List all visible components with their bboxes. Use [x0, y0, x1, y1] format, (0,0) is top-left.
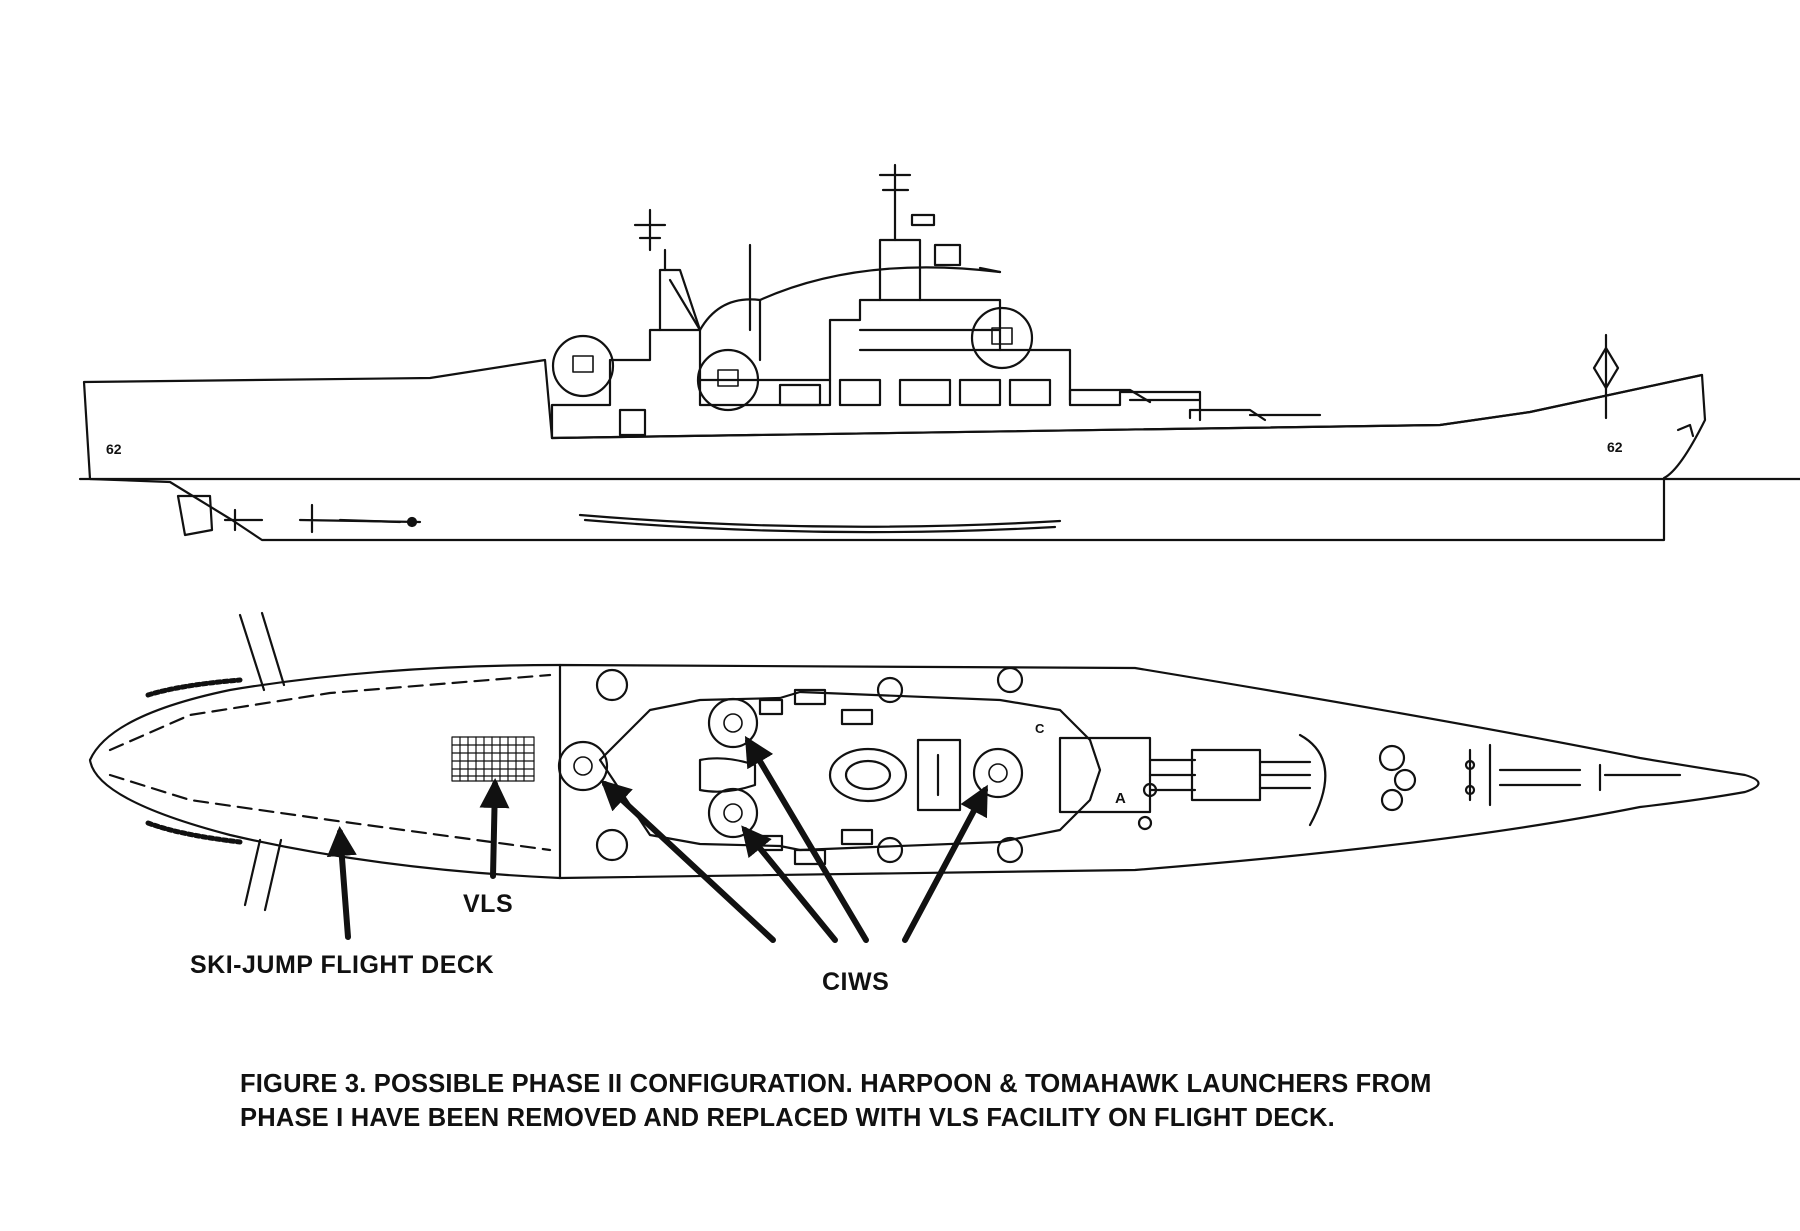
plan-funnel [844, 759, 892, 791]
profile-deck-edge [550, 373, 1704, 440]
plan-vls-grid [451, 736, 535, 782]
vls-arrow [479, 778, 510, 879]
figure-caption: FIGURE 3. POSSIBLE PHASE II CONFIGURATIO… [240, 1067, 1432, 1135]
profile-view: 62 62 [78, 163, 1800, 542]
ciws-arrow-4 [902, 784, 988, 943]
ciws-label: CIWS [822, 968, 890, 996]
caption-line-1: FIGURE 3. POSSIBLE PHASE II CONFIGURATIO… [240, 1070, 1432, 1098]
plan-superstructure [598, 690, 1102, 852]
hull-number-bow: 62 [1607, 439, 1623, 455]
profile-shaft-2 [298, 503, 422, 534]
plan-hull [558, 663, 1760, 880]
plan-deck-dash-upper [108, 673, 552, 752]
plan-view: A C [88, 611, 1760, 912]
profile-antenna-wire [668, 278, 702, 332]
plan-ciws-3 [707, 787, 759, 839]
plan-ciws-2 [707, 697, 759, 749]
ciws-arrow-3 [744, 735, 869, 943]
profile-hull [82, 358, 1707, 542]
plan-deck-dash-lower [108, 773, 552, 852]
profile-turret-b [1068, 388, 1152, 404]
hull-number-aft: 62 [106, 441, 122, 457]
profile-aft-tower [658, 268, 702, 332]
turret-marker-c: C [1035, 721, 1045, 736]
ski-jump-arrow [326, 826, 357, 940]
profile-ciws-1 [551, 334, 615, 398]
turret-marker-a: A [1115, 790, 1126, 807]
profile-shaft-1 [223, 508, 264, 532]
plan-turret-a [1190, 748, 1262, 802]
profile-superstructure [550, 298, 1202, 440]
profile-rudder [176, 494, 214, 537]
profile-ciws-2 [696, 348, 760, 412]
callout-arrows [326, 735, 988, 943]
profile-belt [578, 513, 1062, 528]
plan-flight-deck [88, 663, 562, 880]
profile-anchor [1676, 423, 1695, 438]
plan-turret-b [1058, 736, 1152, 814]
plan-ciws-1 [557, 740, 609, 792]
vls-label: VLS [463, 890, 514, 918]
ski-jump-flight-deck-label: SKI-JUMP FLIGHT DECK [190, 951, 494, 979]
ciws-arrow-1 [600, 779, 776, 943]
plan-ciws-4 [972, 747, 1024, 799]
caption-line-2: PHASE I HAVE BEEN REMOVED AND REPLACED W… [240, 1104, 1335, 1132]
ciws-arrow-2 [741, 825, 838, 943]
profile-ciws-3 [970, 306, 1034, 370]
